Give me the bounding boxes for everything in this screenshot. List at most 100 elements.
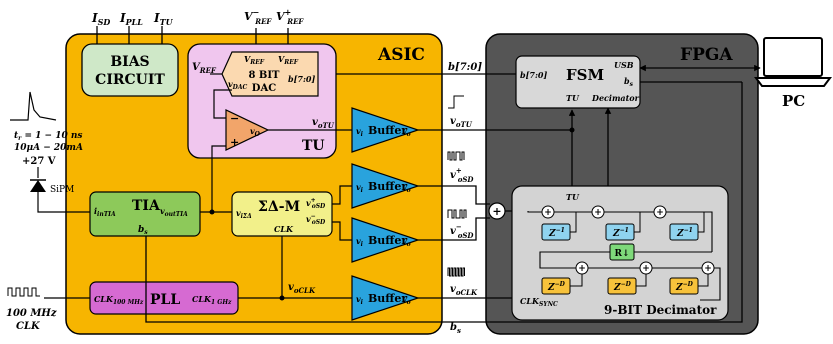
svg-text:vo: vo — [402, 236, 411, 248]
buffer-clk: vi Buffer vo — [351, 275, 420, 321]
sdp-output-bitstream-icon — [447, 151, 465, 161]
tia-title: TIA — [132, 198, 161, 214]
svg-text:Z−D: Z−D — [675, 281, 694, 293]
dac-vdac-label: vDAC — [228, 79, 248, 91]
svg-text:vi: vi — [356, 126, 364, 138]
dec-downsampler-label: R↓ — [614, 249, 629, 259]
bus-label: b[7:0] — [448, 62, 482, 73]
comparator-plus: + — [230, 136, 239, 149]
svg-text:ITU: ITU — [153, 11, 174, 27]
sum-node-symbol: + — [492, 205, 501, 218]
buffer-tu: vi Buffer vo — [351, 107, 420, 153]
svg-text:Buffer: Buffer — [368, 234, 407, 247]
tia-output-label: voutTIA — [160, 206, 188, 218]
svg-text:+: + — [594, 208, 602, 218]
fsm-usb-label: USB — [614, 60, 634, 70]
output-label-vtu: voTU — [450, 116, 473, 129]
buffer-sd-minus: vi Buffer vo — [351, 217, 420, 263]
buffer-sd-plus: vi Buffer vo — [351, 163, 420, 209]
decimator-tu-label: TU — [566, 192, 580, 202]
sdm-input-label: viΣΔ — [236, 208, 252, 220]
pc-label: PC — [782, 92, 805, 110]
svg-text:vo: vo — [402, 294, 411, 306]
sdm-outn-label: v−oSD — [306, 213, 326, 226]
tu-output-pulse-icon — [448, 95, 464, 109]
fpga-title: FPGA — [680, 45, 733, 65]
svg-text:vo: vo — [402, 126, 411, 138]
decimator-clk-label: CLKSYNC — [520, 296, 558, 308]
svg-text:Z−1: Z−1 — [612, 227, 629, 239]
pll-ext-freq-label: 100 MHz — [6, 308, 57, 319]
sdm-output-bitstream-icon — [447, 209, 467, 219]
svg-text:Z−D: Z−D — [613, 281, 632, 293]
output-label-vsd-plus: v+oSD — [450, 166, 474, 184]
clk-output-waveform-icon — [447, 267, 465, 277]
asic-region — [65, 33, 443, 335]
sipm-diode-icon — [30, 179, 46, 192]
tu-vref-label: VREF — [192, 62, 217, 75]
fsm-bs-label: bs — [624, 76, 634, 88]
pll-output-label: CLK1 GHz — [192, 294, 232, 306]
tu-comparator — [225, 109, 270, 151]
pc-laptop-icon — [754, 37, 832, 87]
decimator-title: 9-BIT Decimator — [604, 303, 717, 317]
svg-text:IPLL: IPLL — [119, 11, 143, 27]
svg-text:V−REF: V−REF — [244, 7, 272, 26]
fsm-bits-label: b[7:0] — [520, 70, 547, 80]
svg-text:+: + — [656, 208, 664, 218]
vref-minus-label: V−REF — [244, 7, 272, 26]
tia-block — [89, 191, 201, 237]
sipm-label: SiPM — [50, 185, 74, 195]
svg-text:+: + — [642, 264, 650, 274]
current-range-label: 10μA − 20mA — [14, 143, 83, 153]
dac-bits-label: b[7:0] — [288, 74, 315, 84]
tu-title: TU — [302, 138, 325, 154]
rise-time-label: tr = 1 − 10 ns — [14, 131, 83, 142]
svg-text:Buffer: Buffer — [368, 180, 407, 193]
bias-circuit-block — [81, 43, 179, 97]
svg-text:vi: vi — [356, 182, 364, 194]
comparator-out-label: vO — [250, 126, 261, 138]
bs-feedback-label: bs — [450, 322, 461, 335]
bias-input-isd: ISD — [91, 11, 110, 27]
svg-text:ISD: ISD — [91, 11, 110, 27]
dac-title-line2: DAC — [252, 83, 276, 94]
dac-title-line1: 8 BIT — [248, 70, 280, 81]
fsm-decimator-label: Decimator — [591, 93, 640, 103]
pll-input-label: CLK100 MHz — [94, 294, 144, 306]
bias-input-ipll: IPLL — [119, 11, 143, 27]
pulse-waveform-icon — [10, 91, 57, 121]
comparator-minus: − — [230, 112, 239, 125]
fsm-title: FSM — [566, 66, 604, 84]
output-label-vsd-minus: v−oSD — [450, 222, 474, 240]
svg-text:+: + — [704, 264, 712, 274]
bias-title-line1: BIAS — [110, 54, 149, 70]
pll-title: PLL — [150, 292, 180, 308]
bias-title-line2: CIRCUIT — [95, 72, 165, 88]
sdm-title: ΣΔ-M — [258, 199, 300, 215]
bias-input-itu: ITU — [153, 11, 174, 27]
tu-out-label: voTU — [312, 117, 335, 130]
svg-text:Buffer: Buffer — [368, 292, 407, 305]
dac-vref-plus: VREF — [278, 54, 299, 66]
sdm-outp-label: v+oSD — [306, 197, 326, 210]
clock-waveform-input-icon — [7, 287, 40, 297]
svg-text:+: + — [578, 264, 586, 274]
svg-text:vi: vi — [356, 236, 364, 248]
svg-text:V+REF: V+REF — [276, 7, 304, 26]
sdm-clk-label: CLK — [274, 224, 294, 234]
svg-text:+: + — [544, 208, 552, 218]
asic-title: ASIC — [377, 45, 425, 65]
svg-text:Buffer: Buffer — [368, 124, 407, 137]
dac-block — [221, 51, 319, 97]
vref-plus-label: V+REF — [276, 7, 304, 26]
bias-voltage-label: +27 V — [22, 156, 56, 167]
svg-text:Z−D: Z−D — [547, 281, 566, 293]
vclk-label: voCLK — [288, 282, 316, 295]
svg-text:Z−1: Z−1 — [548, 227, 565, 239]
svg-text:vo: vo — [402, 182, 411, 194]
output-label-vclk: voCLK — [450, 284, 478, 297]
dac-vref-minus: VREF — [244, 54, 265, 66]
svg-text:Z−1: Z−1 — [676, 227, 693, 239]
